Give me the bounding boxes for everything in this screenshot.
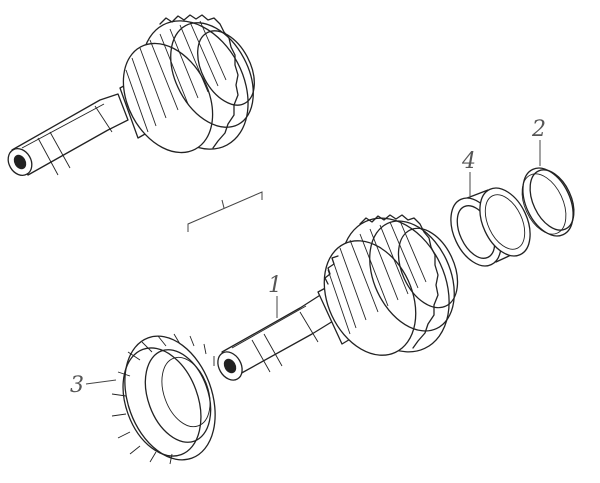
part-bearing-cup <box>450 187 531 267</box>
callout-2: 2 <box>531 117 546 166</box>
part-tapered-roller-bearing <box>111 333 216 465</box>
part-shaft-gear <box>217 214 459 381</box>
callout-3: 3 <box>70 373 117 398</box>
callout-label-4: 4 <box>461 149 476 174</box>
callout-label-3: 3 <box>70 373 84 398</box>
callout-4: 4 <box>461 149 476 196</box>
part-retaining-ring <box>521 167 575 237</box>
reference-bracket <box>187 191 263 232</box>
callout-label-2: 2 <box>531 117 546 142</box>
callout-1: 1 <box>268 273 282 318</box>
assembled-shaft-upper <box>7 14 255 176</box>
callout-label-1: 1 <box>268 273 282 298</box>
